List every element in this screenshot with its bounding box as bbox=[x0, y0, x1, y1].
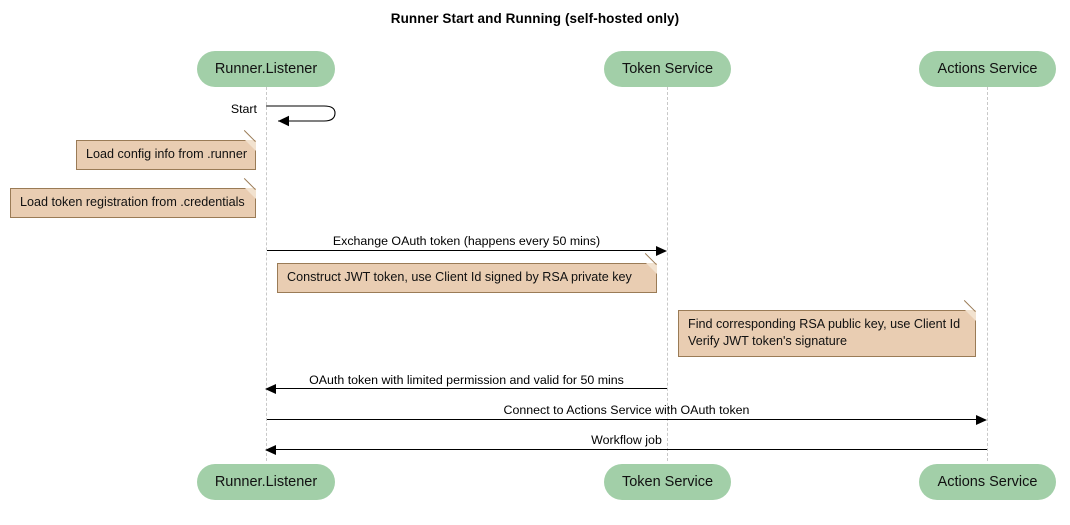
participant-label: Token Service bbox=[621, 61, 714, 77]
note-load-token-registration: Load token registration from .credential… bbox=[10, 178, 256, 218]
message-line-workflow-job bbox=[276, 449, 987, 450]
message-arrowhead-oauth-token-reply bbox=[265, 383, 276, 394]
lifeline-actions bbox=[987, 87, 988, 461]
message-label-connect-actions-service: Connect to Actions Service with OAuth to… bbox=[503, 403, 750, 417]
message-arrowhead-connect-actions-service bbox=[976, 414, 987, 425]
participant-label: Actions Service bbox=[937, 474, 1038, 490]
participant-actions-service-top[interactable]: Actions Service bbox=[919, 51, 1056, 87]
participant-label: Token Service bbox=[621, 474, 714, 490]
note-verify-jwt-token: Find corresponding RSA public key, use C… bbox=[678, 300, 976, 357]
note-line: Verify JWT token's signature bbox=[688, 334, 847, 348]
note-fold-icon bbox=[245, 140, 256, 151]
note-fold-icon bbox=[646, 263, 657, 274]
participant-label: Runner.Listener bbox=[214, 474, 318, 490]
note-fold-icon bbox=[245, 188, 256, 199]
message-line-connect-actions-service bbox=[267, 419, 977, 420]
participant-token-service-bottom[interactable]: Token Service bbox=[604, 464, 731, 500]
message-line-oauth-token-reply bbox=[276, 388, 667, 389]
message-arrowhead-exchange-oauth-token bbox=[656, 245, 667, 256]
note-construct-jwt-token: Construct JWT token, use Client Id signe… bbox=[277, 253, 657, 293]
note-line: Load config info from .runner bbox=[86, 147, 248, 161]
diagram-title: Runner Start and Running (self-hosted on… bbox=[390, 11, 680, 26]
note-load-config-info: Load config info from .runner bbox=[76, 130, 256, 170]
participant-actions-service-bottom[interactable]: Actions Service bbox=[919, 464, 1056, 500]
participant-label: Actions Service bbox=[937, 61, 1038, 77]
message-label-workflow-job: Workflow job bbox=[591, 433, 662, 447]
participant-token-service-top[interactable]: Token Service bbox=[604, 51, 731, 87]
note-line: Load token registration from .credential… bbox=[20, 195, 245, 209]
message-arrowhead-workflow-job bbox=[265, 444, 276, 455]
self-message-arc bbox=[266, 105, 336, 127]
note-line: Construct JWT token, use Client Id signe… bbox=[287, 270, 632, 284]
message-label-start: Start bbox=[230, 102, 257, 116]
note-fold-icon bbox=[965, 310, 976, 321]
message-line-exchange-oauth-token bbox=[267, 250, 657, 251]
message-label-oauth-token-reply: OAuth token with limited permission and … bbox=[309, 373, 624, 387]
participant-runner-listener-bottom[interactable]: Runner.Listener bbox=[197, 464, 335, 500]
note-line: Find corresponding RSA public key, use C… bbox=[688, 317, 961, 331]
self-message-start bbox=[262, 100, 342, 130]
lifeline-runner bbox=[266, 87, 267, 461]
message-label-exchange-oauth-token: Exchange OAuth token (happens every 50 m… bbox=[332, 234, 601, 248]
participant-runner-listener-top[interactable]: Runner.Listener bbox=[197, 51, 335, 87]
participant-label: Runner.Listener bbox=[214, 61, 318, 77]
lifeline-token bbox=[667, 87, 668, 461]
